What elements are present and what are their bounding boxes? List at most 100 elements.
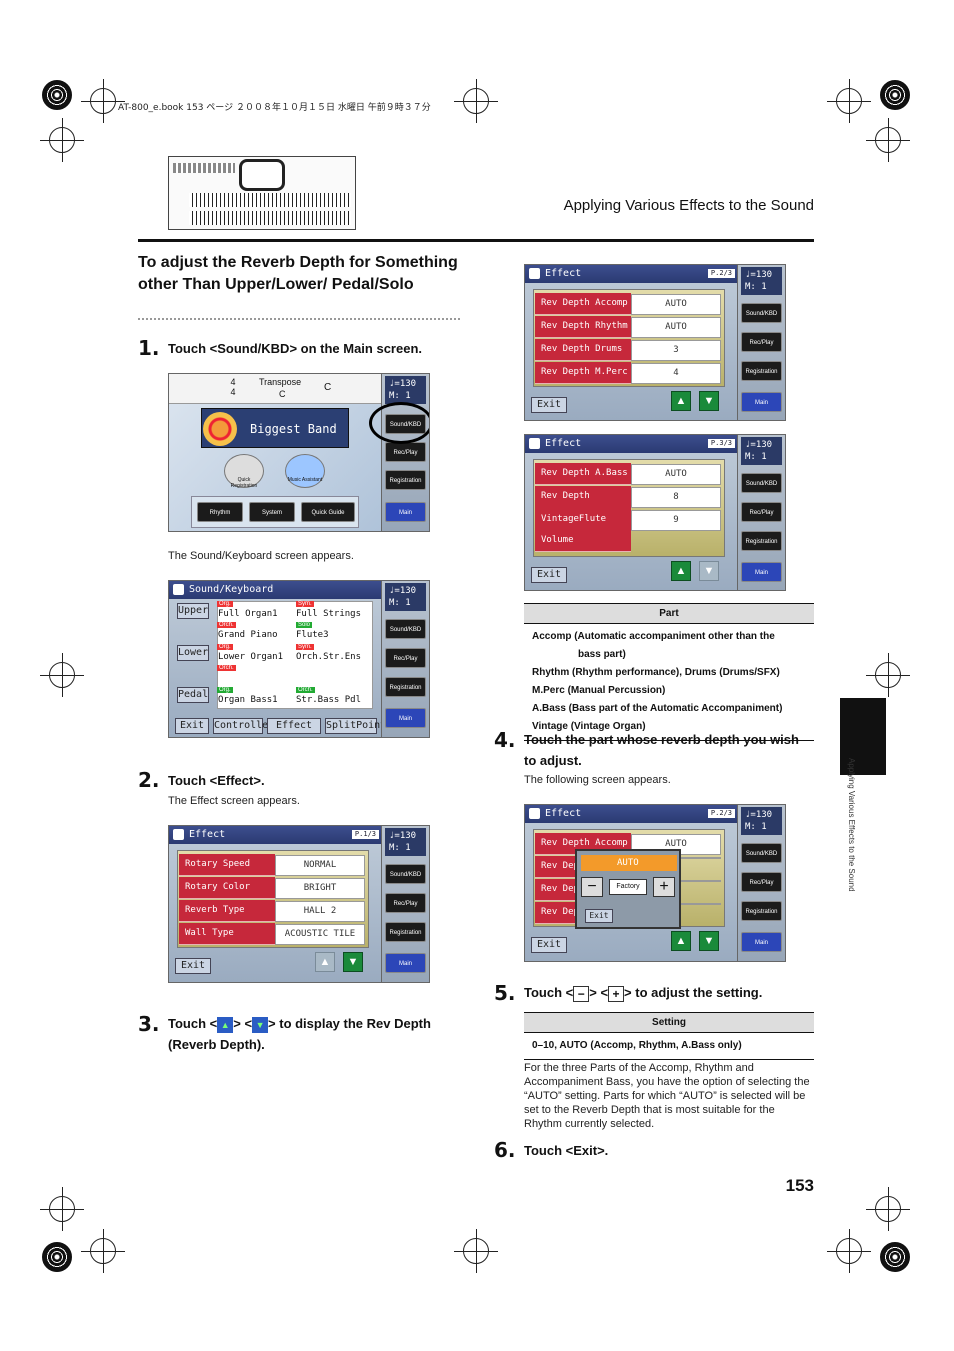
value-wall-type[interactable]: ACOUSTIC TILE xyxy=(275,924,365,945)
value-rev-depth-accomp[interactable]: AUTO xyxy=(631,294,721,315)
main-button[interactable]: Main xyxy=(385,953,426,973)
rec-play-button[interactable]: Rec/Play xyxy=(741,872,782,892)
popup-value: AUTO xyxy=(581,855,677,871)
exit-button[interactable]: Exit xyxy=(175,958,211,974)
rec-play-button[interactable]: Rec/Play xyxy=(385,893,426,913)
section-title: To adjust the Reverb Depth for Something… xyxy=(138,254,458,293)
voice-upper-3[interactable]: Grand Piano xyxy=(218,630,278,640)
main-button[interactable]: Main xyxy=(741,562,782,582)
sound-kbd-button[interactable]: Sound/KBD xyxy=(741,303,782,323)
lower-button[interactable]: Lower xyxy=(177,645,209,661)
sound-kbd-button[interactable]: Sound/KBD xyxy=(741,843,782,863)
exit-button[interactable]: Exit xyxy=(531,937,567,953)
value-rev-depth-drums[interactable]: 3 xyxy=(631,340,721,361)
registration-button[interactable]: Registration xyxy=(741,361,782,381)
minus-button[interactable]: − xyxy=(581,877,603,897)
rec-play-button[interactable]: Rec/Play xyxy=(385,648,426,668)
sound-kbd-button[interactable]: Sound/KBD xyxy=(385,619,426,639)
param-rev-depth-drums[interactable]: Rev Depth Drums xyxy=(535,339,631,361)
sound-kbd-button[interactable]: Sound/KBD xyxy=(385,864,426,884)
param-rotary-speed[interactable]: Rotary Speed xyxy=(179,854,275,876)
step-text: Touch <Effect>. xyxy=(168,773,265,788)
param-rev-depth-abass[interactable]: Rev Depth A.Bass xyxy=(535,463,631,485)
up-arrow-icon[interactable]: ▲ xyxy=(671,931,691,951)
voice-pedal-1[interactable]: Organ Bass1 xyxy=(218,695,278,705)
param-rev-depth-rhythm[interactable]: Rev Depth Rhythm xyxy=(535,316,631,338)
rec-play-button[interactable]: Rec/Play xyxy=(741,332,782,352)
down-arrow-icon[interactable]: ▼ xyxy=(343,952,363,972)
main-button[interactable]: Main xyxy=(741,392,782,412)
screen-title: Effect xyxy=(189,829,226,840)
param-rotary-color[interactable]: Rotary Color xyxy=(179,877,275,899)
organ-illustration xyxy=(168,156,356,230)
crosshair-mark xyxy=(827,79,871,123)
registration-button[interactable]: Registration xyxy=(741,531,782,551)
value-rev-depth-abass[interactable]: AUTO xyxy=(631,464,721,485)
chapter-tab xyxy=(840,698,886,775)
exit-button[interactable]: Exit xyxy=(175,718,209,734)
upper-button[interactable]: Upper xyxy=(177,603,209,619)
value-rev-depth-mperc[interactable]: 4 xyxy=(631,363,721,384)
value-vintageflute-volume[interactable]: 9 xyxy=(631,510,721,531)
plus-button[interactable]: + xyxy=(653,877,675,897)
down-arrow-icon[interactable]: ▼ xyxy=(699,561,719,581)
voice-solo[interactable]: Flute3 xyxy=(296,630,329,640)
up-arrow-icon[interactable]: ▲ xyxy=(315,952,335,972)
value-rev-depth-vintage[interactable]: 8 xyxy=(631,487,721,508)
param-vintageflute-volume[interactable]: VintageFlute Volume xyxy=(535,509,631,552)
param-rev-depth-accomp[interactable]: Rev Depth Accomp xyxy=(535,293,631,315)
param-rev-depth-mperc[interactable]: Rev Depth M.Perc xyxy=(535,362,631,384)
voice-lower-1[interactable]: Lower Organ1 xyxy=(218,652,284,662)
registration-sun-mark xyxy=(42,1242,72,1272)
main-button[interactable]: Main xyxy=(385,708,426,728)
transpose-label: Transpose xyxy=(259,377,302,387)
param-wall-type[interactable]: Wall Type xyxy=(179,923,275,945)
voice-upper-2[interactable]: Full Strings xyxy=(296,609,362,619)
splitpoint-button[interactable]: SplitPoint xyxy=(325,718,386,734)
down-arrow-icon[interactable]: ▼ xyxy=(699,391,719,411)
voice-lower-2[interactable]: Orch.Str.Ens xyxy=(296,652,362,662)
main-button[interactable]: Main xyxy=(741,932,782,952)
effect-button[interactable]: Effect xyxy=(267,718,321,734)
up-arrow-icon[interactable]: ▲ xyxy=(671,391,691,411)
music-assistant-button[interactable]: Music Assistant xyxy=(285,454,325,488)
registration-button[interactable]: Registration xyxy=(741,901,782,921)
system-button[interactable]: System xyxy=(249,502,295,522)
voice-upper-1[interactable]: Full Organ1 xyxy=(218,609,278,619)
rec-play-button[interactable]: Rec/Play xyxy=(385,442,426,462)
down-arrow-icon[interactable]: ▼ xyxy=(699,931,719,951)
quick-guide-button[interactable]: Quick Guide xyxy=(301,502,355,522)
table-row: bass part) xyxy=(578,649,626,660)
step-text: Touch <Sound/KBD> on the Main screen. xyxy=(168,341,423,356)
pedal-button[interactable]: Pedal xyxy=(177,687,209,703)
sound-kbd-button[interactable]: Sound/KBD xyxy=(741,473,782,493)
key-value: C xyxy=(324,382,332,393)
step-number: 2. xyxy=(138,768,160,792)
main-button[interactable]: Main xyxy=(385,502,426,522)
plus-icon: + xyxy=(608,985,625,1002)
registration-button[interactable]: Registration xyxy=(385,470,426,490)
up-arrow-icon[interactable]: ▲ xyxy=(671,561,691,581)
registration-button[interactable]: Registration xyxy=(385,677,426,697)
crosshair-mark xyxy=(866,653,910,697)
exit-button[interactable]: Exit xyxy=(531,567,567,583)
voice-tag: Orch. xyxy=(217,665,236,671)
registration-button[interactable]: Registration xyxy=(385,922,426,942)
rhythm-button[interactable]: Rhythm xyxy=(197,502,243,522)
exit-button[interactable]: Exit xyxy=(531,397,567,413)
rec-play-button[interactable]: Rec/Play xyxy=(741,502,782,522)
value-reverb-type[interactable]: HALL 2 xyxy=(275,901,365,922)
value-rev-depth-rhythm[interactable]: AUTO xyxy=(631,317,721,338)
value-rotary-speed[interactable]: NORMAL xyxy=(275,855,365,876)
transpose-value[interactable]: C xyxy=(279,389,286,399)
controller-button[interactable]: Controller xyxy=(213,718,274,734)
quick-registration-button[interactable]: Quick Registration xyxy=(224,454,264,489)
voice-pedal-2[interactable]: Str.Bass Pdl xyxy=(296,695,362,705)
value-rotary-color[interactable]: BRIGHT xyxy=(275,878,365,899)
factory-button[interactable]: Factory xyxy=(609,879,647,895)
voice-tag: Org. xyxy=(217,601,233,607)
param-reverb-type[interactable]: Reverb Type xyxy=(179,900,275,922)
popup-exit-button[interactable]: Exit xyxy=(585,909,613,923)
